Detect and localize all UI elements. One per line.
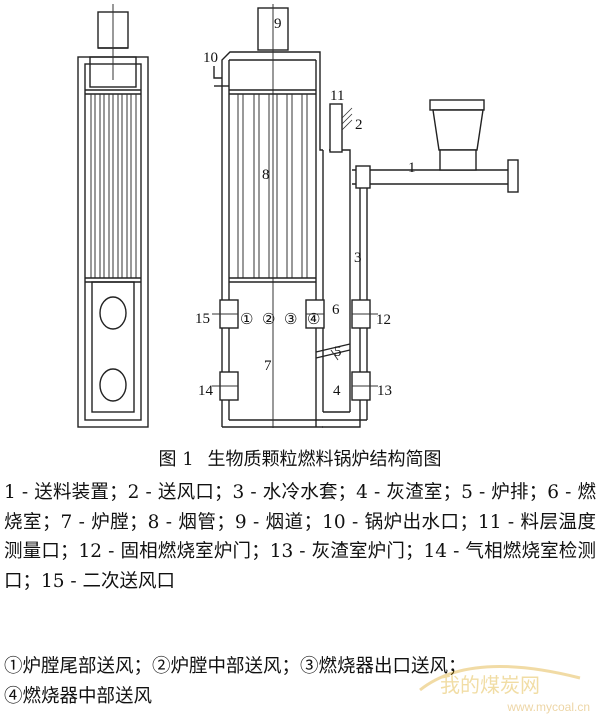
- label-10: 10: [203, 50, 218, 66]
- marker-legend: ①炉膛尾部送风；②炉膛中部送风；③燃烧器出口送风； ④燃烧器中部送风: [4, 652, 596, 712]
- figure-title: 生物质颗粒燃料锅炉结构简图: [207, 449, 442, 470]
- circled-2: ②: [262, 312, 275, 328]
- front-view: [212, 4, 519, 428]
- boiler-structure-diagram: 9 10 11 2 1 8 3 15 ① ② ③ ④ 6 12 5 7 14 4…: [77, 4, 519, 428]
- legend-text: 1 - 送料装置；2 - 送风口；3 - 水冷水套；4 - 灰渣室；5 - 炉排…: [4, 482, 596, 592]
- label-14: 14: [198, 383, 214, 399]
- label-2: 2: [355, 117, 363, 133]
- side-view: [77, 4, 149, 428]
- label-1: 1: [408, 160, 416, 176]
- label-11: 11: [330, 88, 344, 104]
- figure-number: 图 1: [158, 449, 194, 470]
- label-7: 7: [264, 358, 272, 374]
- label-5: 5: [334, 344, 342, 360]
- marker-legend-line-1: ①炉膛尾部送风；②炉膛中部送风；③燃烧器出口送风；: [4, 656, 467, 677]
- watermark-brand: 我的煤炭网: [440, 673, 540, 697]
- watermark-url: www.mycoal.cn: [507, 700, 590, 714]
- label-3: 3: [354, 250, 362, 266]
- label-6: 6: [332, 302, 340, 318]
- circled-3: ③: [284, 312, 297, 328]
- marker-legend-line-2: ④燃烧器中部送风: [4, 686, 153, 707]
- watermark-logo: 我的煤炭网: [419, 664, 581, 697]
- circled-1: ①: [240, 312, 253, 328]
- label-4: 4: [333, 383, 341, 399]
- watermark: 我的煤炭网 www.mycoal.cn: [410, 660, 590, 714]
- label-12: 12: [376, 312, 391, 328]
- label-15: 15: [195, 311, 210, 327]
- circled-4: ④: [307, 312, 320, 328]
- figure-caption: 图 1 生物质颗粒燃料锅炉结构简图: [0, 446, 600, 474]
- label-9: 9: [274, 16, 282, 32]
- label-13: 13: [377, 383, 392, 399]
- label-8: 8: [262, 167, 270, 183]
